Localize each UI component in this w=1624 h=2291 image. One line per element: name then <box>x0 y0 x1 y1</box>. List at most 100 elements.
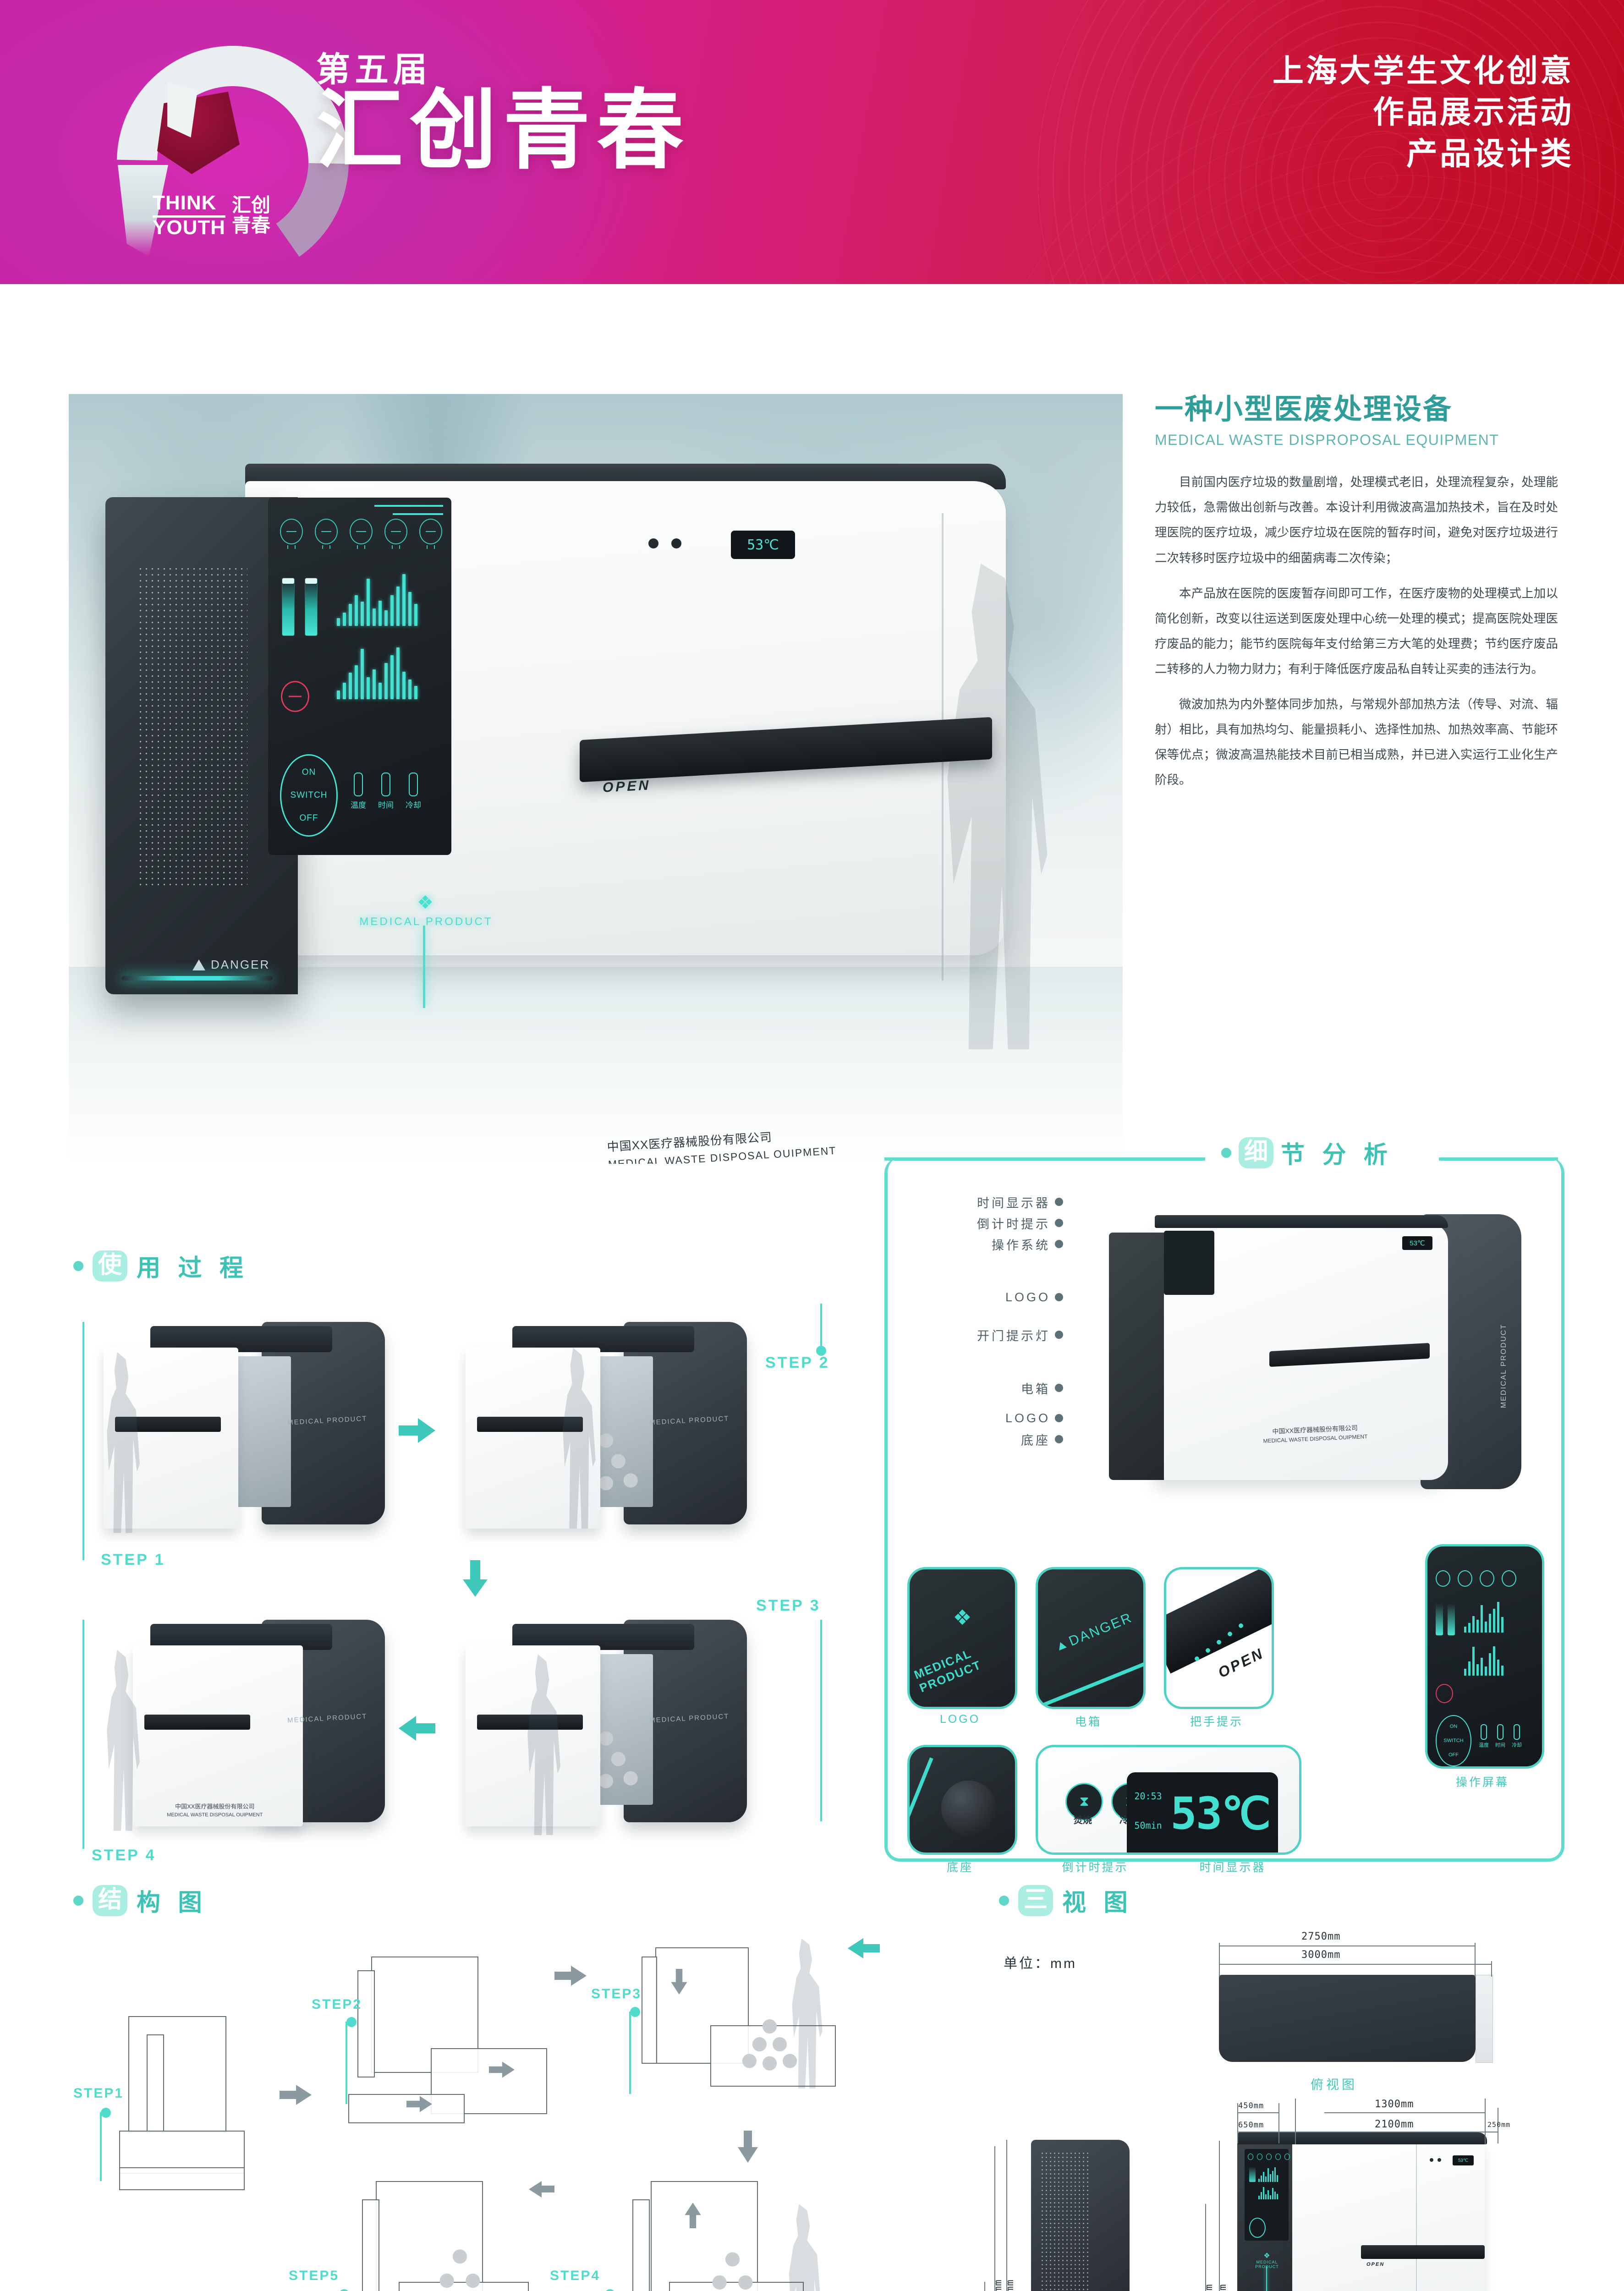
machine-side-panel <box>1109 1233 1164 1480</box>
slider-control <box>1249 2167 1256 2182</box>
danger-label: DANGER <box>211 958 270 971</box>
inner-divider <box>147 2034 164 2132</box>
inner-divider <box>362 2199 379 2291</box>
switch-label: SWITCH <box>290 790 328 800</box>
side-dim-ext-1500 <box>994 2146 995 2291</box>
emergency-stop-icon[interactable] <box>281 681 309 712</box>
slider-control <box>305 578 318 636</box>
callout-label: 电箱 <box>1021 1382 1050 1396</box>
top-dim-label-3000: 3000mm <box>1301 1949 1341 1961</box>
switch-label: SWITCH <box>1443 1737 1464 1743</box>
usage-section-header: 使 用 过 程 <box>73 1249 357 1283</box>
step-2-leader-dot <box>346 2017 357 2027</box>
bullet-dot-icon <box>73 1895 83 1906</box>
closing-motion-arrow <box>357 2181 554 2198</box>
knob-temperature: 温度 <box>1479 1724 1489 1748</box>
control-panel[interactable]: ON SWITCH OFF 温度 时间 冷却 <box>268 498 451 855</box>
power-switch[interactable]: ON SWITCH OFF <box>280 754 338 837</box>
callout-base: 底座 <box>907 1429 1068 1450</box>
unit-note: 单位：mm <box>1004 1956 1077 1971</box>
callout-label: 开门提示灯 <box>977 1329 1050 1343</box>
usage-step-4-label: STEP 4 <box>92 1847 156 1864</box>
logo-wordmark-cn: 汇创 青春 <box>232 195 270 236</box>
operator-silhouette <box>947 564 1048 1049</box>
banner-category-line-3: 产品设计类 <box>1406 136 1574 171</box>
logo-youth: YOUTH <box>153 216 225 239</box>
slider-group[interactable] <box>282 578 318 636</box>
clock-value: 20:53 <box>1134 1791 1162 1802</box>
switch-off-label: OFF <box>1448 1752 1459 1758</box>
gauge-icon <box>384 519 407 549</box>
usage-section: 使 用 过 程 MEDICAL PRODUCT STEP 1 <box>73 1249 880 1864</box>
structure-step-5-label: STEP5 <box>289 2268 340 2283</box>
header-banner: THINK YOUTH 汇创 青春 第五届 汇创青春 上海大学生文化创意 作品展… <box>0 0 1624 284</box>
step-illustration: MEDICAL PRODUCT <box>454 1620 747 1835</box>
machine-top-cap <box>150 1326 332 1352</box>
front-ext-v-1650 <box>1219 2141 1220 2291</box>
screen-gauge-row <box>1436 1570 1516 1587</box>
poster-body: DANGER <box>0 284 1624 2291</box>
danger-marking: DANGER <box>1055 1610 1135 1655</box>
base-plinth <box>119 2167 245 2190</box>
front-ext-3 <box>1295 2099 1296 2144</box>
front-ext-2 <box>1278 2103 1279 2143</box>
gauge-icon <box>1284 2154 1290 2160</box>
bar-chart-1 <box>1258 2166 1285 2182</box>
banner-title: 汇创青春 <box>316 82 691 179</box>
side-dim-label-1500: 1500mm <box>993 2280 1004 2291</box>
detail-thumbnail-grid: ❖ MEDICAL PRODUCT LOGO DANGER 电箱 OPEN 把手… <box>898 1544 1544 1874</box>
thumb-base <box>907 1745 1017 1855</box>
logo-think: THINK <box>153 192 225 218</box>
banner-category-line-2: 作品展示活动 <box>1372 95 1574 130</box>
bar-chart-2 <box>1258 2186 1285 2199</box>
machine-logo: ❖ MEDICAL PRODUCT <box>351 893 502 928</box>
front-dim-label-1650: 1650mm <box>1217 2284 1229 2291</box>
bullet-dot-icon <box>73 1261 83 1271</box>
detail-frame-top-left <box>884 1157 1205 1161</box>
thumb-electric-box: DANGER <box>1036 1567 1146 1709</box>
waste-bags <box>417 2239 504 2291</box>
warning-triangle-icon <box>192 959 205 970</box>
gauge-icon <box>315 519 338 549</box>
step-1-leader-line <box>82 1322 84 1560</box>
usage-chip: 使 <box>93 1250 128 1282</box>
emergency-stop-icon <box>1436 1684 1453 1703</box>
side-view-grille <box>1040 2151 1091 2291</box>
gauge-icon <box>280 519 303 549</box>
burn-mode-icon: ⧗ <box>1065 1783 1103 1821</box>
arrow-structure-5-to-1 <box>73 1938 880 1979</box>
front-door-handle <box>1361 2245 1485 2259</box>
gauge-icon <box>1502 1570 1516 1587</box>
top-view-edge <box>1476 1975 1493 2063</box>
structure-step-5 <box>357 2181 554 2291</box>
step-4-leader-line <box>82 1620 84 1849</box>
gauge-row <box>1248 2154 1290 2160</box>
callout-dot-icon <box>1055 1435 1063 1443</box>
front-open-label: OPEN <box>1366 2262 1385 2267</box>
knob-row[interactable]: 温度 时间 冷却 <box>351 773 421 810</box>
callout-dot-icon <box>1055 1219 1063 1227</box>
structure-step-3 <box>642 1939 839 2121</box>
indicator-dots <box>1191 1622 1247 1663</box>
front-control-panel <box>1245 2149 1290 2241</box>
callout-label: 底座 <box>1021 1433 1050 1447</box>
tray-motion-arrow <box>489 2061 515 2078</box>
callout-label: 时间显示器 <box>977 1196 1050 1210</box>
temperature-value: 53℃ <box>1170 1788 1271 1840</box>
detail-analysis-section: 细 节 分 析 时间显示器 倒计时提示 操作系统 LOGO 开门提示灯 电箱 <box>884 1127 1564 1874</box>
step-5-leader-dot <box>339 2289 349 2291</box>
machine-top-cap <box>512 1326 694 1352</box>
top-dim-label-2750: 2750mm <box>1301 1931 1341 1942</box>
callout-dot-icon <box>1055 1240 1063 1248</box>
thumb-operation-screen: ON SWITCH OFF 温度 时间 冷却 <box>1425 1544 1544 1769</box>
machine-side-panel: DANGER <box>105 497 298 994</box>
usage-steps-grid: MEDICAL PRODUCT STEP 1 MEDICAL PRODUCT <box>73 1304 880 1864</box>
step-2-leader-line <box>346 2022 347 2104</box>
logo-wordmark: THINK YOUTH 汇创 青春 <box>153 186 295 245</box>
callout-label: 操作系统 <box>992 1238 1050 1252</box>
step-1-leader-dot <box>101 2108 111 2118</box>
callout-logo-lower: LOGO <box>907 1408 1068 1429</box>
front-ext-4 <box>1485 2099 1486 2144</box>
usage-step-1-label: STEP 1 <box>101 1551 165 1568</box>
front-door-seam <box>1416 2144 1417 2291</box>
